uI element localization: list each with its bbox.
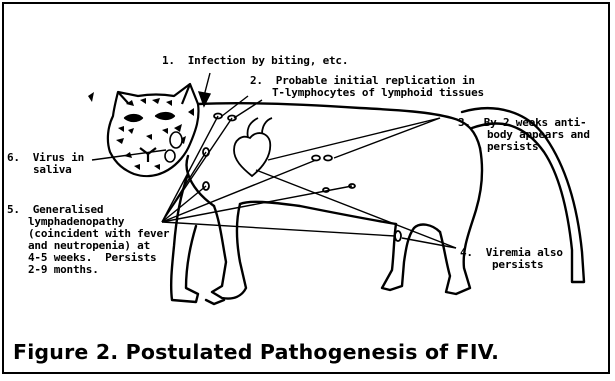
annotation-6-line-2: saliva: [33, 164, 72, 176]
lymph-node: [324, 156, 332, 161]
annotation-4-line-2: persists: [492, 259, 543, 271]
cat-ear-tuft: [88, 92, 94, 102]
internal-organs: [203, 114, 401, 242]
lymph-node: [312, 156, 320, 161]
figure-caption: Figure 2. Postulated Pathogenesis of FIV…: [13, 340, 499, 364]
annotation-1: 1. Infection by biting, etc.: [162, 55, 348, 67]
annotation-2-line-2: T-lymphocytes of lymphoid tissues: [272, 87, 484, 99]
annotation-5-line-6: 2-9 months.: [28, 264, 99, 276]
annotation-3-line-3: persists: [487, 141, 538, 153]
lymph-node: [395, 231, 401, 241]
heart-organ: [234, 133, 270, 176]
